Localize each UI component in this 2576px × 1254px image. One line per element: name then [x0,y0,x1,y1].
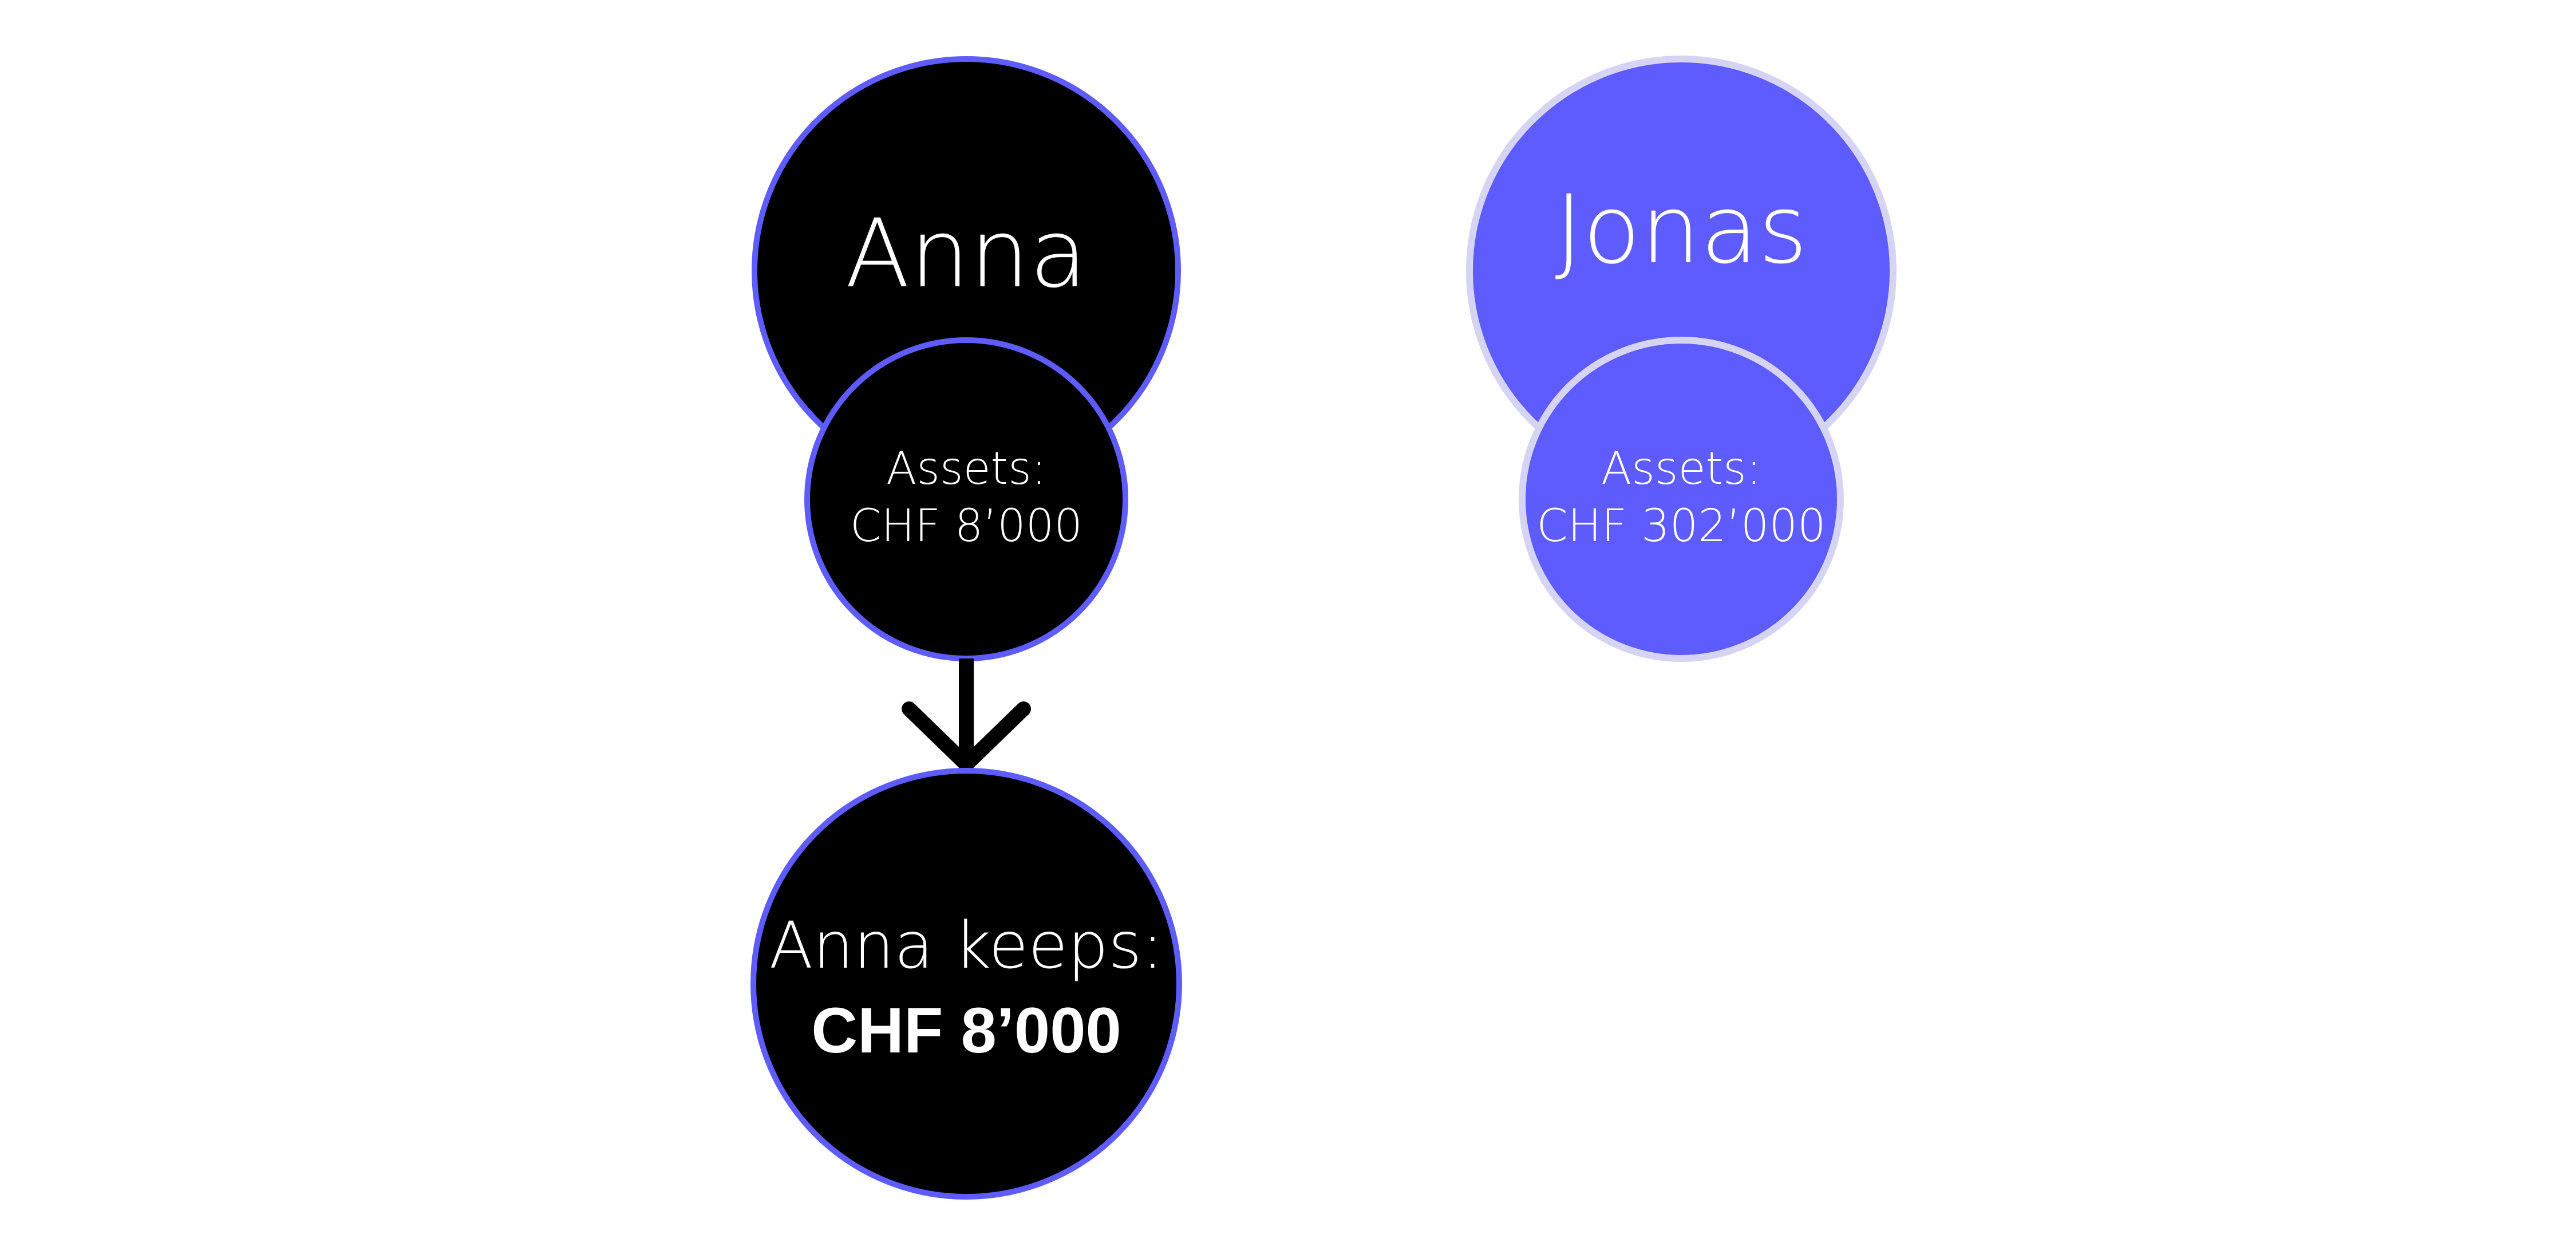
jonas-name: Jonas [1555,175,1807,285]
result-circle [750,768,1182,1200]
down-arrow-icon [902,658,1031,775]
anna-assets-circle [804,337,1128,661]
result-value: CHF 8’000 [811,995,1121,1066]
jonas-assets-circle [1519,337,1844,662]
anna-name: Anna [845,199,1087,309]
jonas-assets-label: Assets: [1601,443,1761,495]
anna-assets-value: CHF 8’000 [850,500,1082,552]
jonas-assets-node: Assets: CHF 302’000 [1519,337,1844,662]
anna-assets-node: Assets: CHF 8’000 [804,337,1128,661]
anna-assets-label: Assets: [886,443,1046,495]
result-node: Anna keeps: CHF 8’000 [750,768,1182,1200]
result-label: Anna keeps: [769,909,1164,983]
jonas-assets-value: CHF 302’000 [1536,500,1826,552]
arrow-head [902,701,1031,775]
